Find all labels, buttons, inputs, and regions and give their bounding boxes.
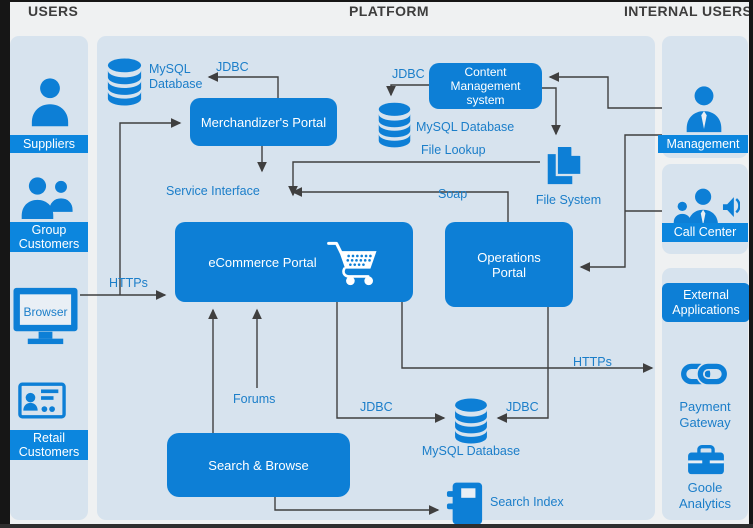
call-center-label: Call Center bbox=[662, 223, 748, 242]
header-platform: PLATFORM bbox=[349, 3, 429, 19]
service-interface-label: Service Interface bbox=[166, 184, 260, 198]
operations-portal-box: Operations Portal bbox=[445, 222, 573, 307]
retail-customers-card-icon bbox=[18, 382, 66, 419]
https-left-label: HTTPs bbox=[109, 276, 148, 290]
frame-bottom-edge bbox=[0, 524, 753, 528]
connector-filelookup bbox=[288, 161, 540, 197]
jdbc-top-label: JDBC bbox=[216, 60, 249, 74]
payment-gateway-label: Payment Gateway bbox=[679, 399, 731, 430]
header-internal-users: INTERNAL USERS bbox=[624, 3, 753, 19]
connector-cms-to-mysqlmid bbox=[386, 84, 429, 97]
file-lookup-label: File Lookup bbox=[421, 143, 486, 157]
connector-ecommerce-https-right bbox=[401, 302, 654, 373]
mysql-database-top-icon bbox=[107, 58, 142, 106]
frame-top-edge bbox=[0, 0, 753, 2]
group-customers-label: Group Customers bbox=[10, 222, 88, 252]
soap-label: Soap bbox=[438, 187, 468, 201]
header-users: USERS bbox=[28, 3, 79, 19]
goole-analytics-label: Goole Analytics bbox=[678, 480, 732, 511]
search-browse-box: Search & Browse bbox=[167, 433, 350, 497]
mysql-database-mid-label: MySQL Database bbox=[416, 120, 515, 134]
file-system-label: File System bbox=[535, 193, 602, 207]
mysql-database-top-label: MySQL Database bbox=[149, 62, 203, 91]
browser-monitor-icon bbox=[13, 287, 78, 345]
supplier-person-icon bbox=[31, 78, 69, 127]
frame-right-edge bbox=[749, 0, 753, 528]
jdbc-bottom-left-label: JDBC bbox=[360, 400, 393, 414]
search-index-label: Search Index bbox=[490, 495, 564, 509]
connector-cms-to-filesystem bbox=[542, 87, 561, 136]
management-label: Management bbox=[658, 135, 748, 153]
connector-searchbrowse-to-searchindex bbox=[274, 497, 440, 515]
ecommerce-portal-box: eCommerce Portal bbox=[175, 222, 413, 302]
forums-label: Forums bbox=[233, 392, 276, 406]
jdbc-bottom-right-label: JDBC bbox=[506, 400, 539, 414]
mysql-database-bottom-icon bbox=[455, 398, 487, 444]
connector-operations-to-mysqlbottom bbox=[496, 307, 549, 423]
jdbc-cms-label: JDBC bbox=[392, 67, 425, 81]
search-index-icon bbox=[446, 482, 483, 525]
connector-management-to-cms bbox=[548, 72, 662, 109]
external-applications-box: External Applications bbox=[662, 283, 750, 322]
connector-browser-to-merchportal bbox=[119, 118, 182, 295]
suppliers-label: Suppliers bbox=[10, 135, 88, 153]
frame-left-edge bbox=[0, 0, 10, 528]
management-person-icon bbox=[686, 86, 722, 133]
connector-soap bbox=[291, 187, 509, 222]
file-system-icon bbox=[547, 144, 583, 185]
mysql-database-bottom-label: MySQL Database bbox=[421, 444, 521, 458]
connector-internal-to-operations bbox=[579, 134, 662, 272]
shopping-cart-icon bbox=[326, 241, 377, 285]
ecommerce-portal-label: eCommerce Portal bbox=[208, 254, 317, 270]
https-right-label: HTTPs bbox=[573, 355, 612, 369]
connector-merchportal-to-mysqltop bbox=[207, 72, 279, 99]
payment-gateway-link-icon bbox=[681, 363, 727, 385]
mysql-database-mid-icon bbox=[378, 102, 411, 148]
content-management-box: Content Management system bbox=[429, 63, 542, 109]
merchandizers-portal-box: Merchandizer's Portal bbox=[190, 98, 337, 146]
analytics-briefcase-icon bbox=[688, 445, 724, 475]
retail-customers-label: Retail Customers bbox=[10, 430, 88, 460]
group-customers-icon bbox=[21, 177, 75, 219]
connector-ecommerce-to-mysqlbottom bbox=[336, 302, 446, 423]
browser-label: Browser bbox=[23, 305, 68, 319]
